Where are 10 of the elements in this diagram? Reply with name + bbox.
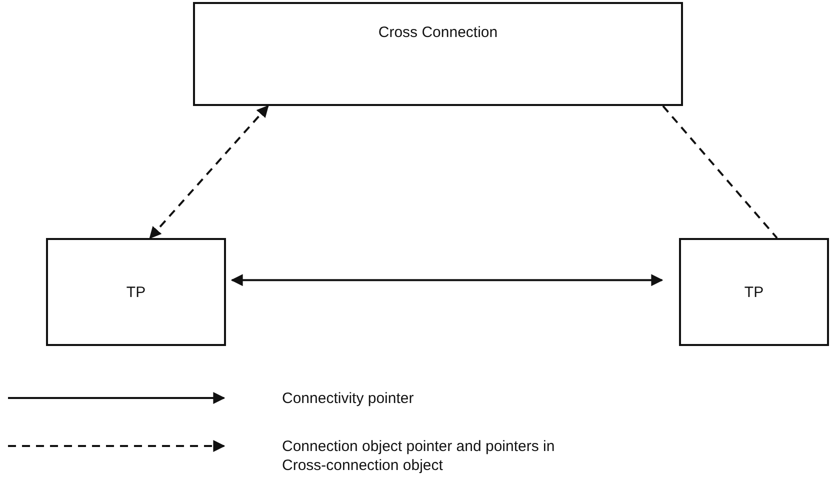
process-box (193, 2, 683, 106)
process-box (46, 238, 226, 346)
node-label: TP (744, 284, 764, 300)
connector-arrow (230, 274, 664, 286)
legend-text: Connection object pointer and pointers in Cross-connection object (282, 437, 556, 475)
node-label: TP (126, 284, 146, 300)
legend-text: Connectivity pointer (282, 389, 415, 408)
node-label: Cross Connection (378, 24, 498, 41)
connector-arrow (149, 105, 269, 239)
process-box (679, 238, 829, 346)
